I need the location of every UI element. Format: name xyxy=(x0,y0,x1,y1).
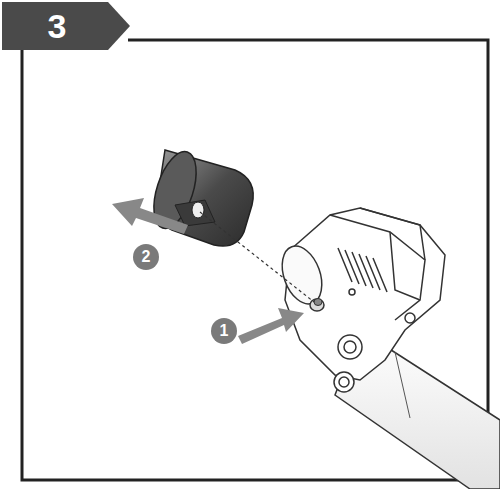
step-badge: 3 xyxy=(2,2,130,50)
tool-handle xyxy=(335,330,500,489)
grip-ribs xyxy=(338,248,387,292)
pull-arrow xyxy=(112,198,188,234)
release-button xyxy=(310,299,324,312)
callout-number: 2 xyxy=(142,248,151,266)
tool-head xyxy=(275,208,445,392)
callout-number: 2 xyxy=(133,244,159,270)
guide-line xyxy=(200,212,314,302)
callout-number: 1 xyxy=(211,318,237,344)
callout-number: 1 xyxy=(220,322,229,340)
cap xyxy=(146,146,254,246)
step-number: 3 xyxy=(48,7,67,46)
push-arrow xyxy=(238,308,304,344)
